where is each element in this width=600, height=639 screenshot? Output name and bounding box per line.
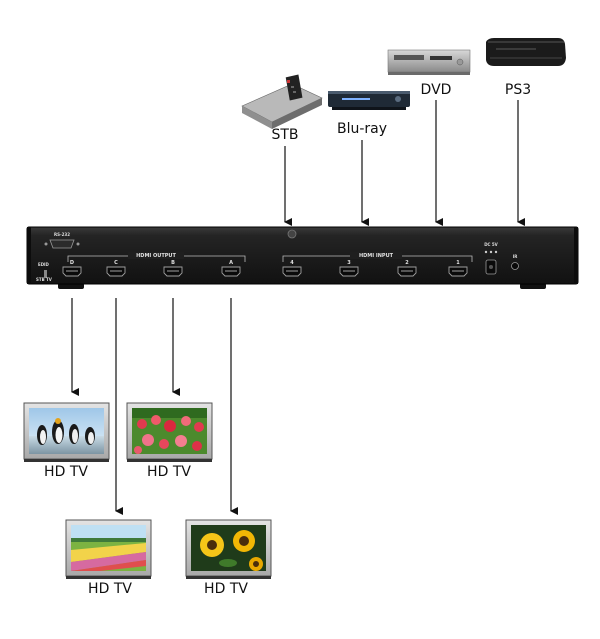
rs232-port-icon [49,239,75,249]
hdmi-input-port-1 [448,266,468,277]
hdmi-input-port-2 [397,266,417,277]
tv-label-c: HD TV [88,581,132,597]
input-label-dvd: DVD [421,82,452,98]
output-group-label: HDMI OUTPUT [136,253,176,259]
ground-screw-icon [287,229,297,239]
output-port-label-c: C [114,260,118,266]
hdmi-output-port-d [62,266,82,277]
tv-label-d: HD TV [44,464,88,480]
hdmi-input-port-4 [282,266,302,277]
input-label-ps3: PS3 [505,82,531,98]
blu-ray-player-icon [328,91,410,110]
hdmi-matrix-switch: RS-232 EDID STB TV HDMI OUTPUT HDMI INPU… [26,226,579,289]
output-port-label-a: A [229,260,233,266]
edid-modes-label: STB TV [36,277,53,282]
hdmi-output-port-b [163,266,183,277]
ps3-console-icon [486,38,566,66]
input-port-label-4: 4 [290,260,294,266]
output-port-label-d: D [70,260,74,266]
input-port-label-3: 3 [347,260,351,266]
edid-switch-icon [44,270,47,278]
hdmi-input-port-3 [339,266,359,277]
ir-jack-icon [511,262,519,270]
power-label: DC 5V [484,242,498,247]
rs232-label: RS-232 [54,232,70,237]
input-port-label-2: 2 [405,260,409,266]
dvd-player-icon [387,49,471,75]
hdmi-output-port-c [106,266,126,277]
hdmi-output-port-a [221,266,241,277]
output-port-label-b: B [171,260,175,266]
stb-icon [241,74,323,129]
input-port-label-1: 1 [456,260,460,266]
edid-label: EDID [38,262,50,267]
input-label-blu-ray: Blu-ray [337,121,387,137]
tv-label-b: HD TV [147,464,191,480]
tv-penguins-icon [23,402,110,462]
tv-flower-field-icon [65,519,152,579]
tv-label-a: HD TV [204,581,248,597]
input-label-stb: STB [271,127,298,143]
input-group-label: HDMI INPUT [359,253,394,259]
ir-label: IR [513,254,518,259]
tv-sunflowers-icon [185,519,272,579]
tv-tulips-icon [126,402,213,462]
